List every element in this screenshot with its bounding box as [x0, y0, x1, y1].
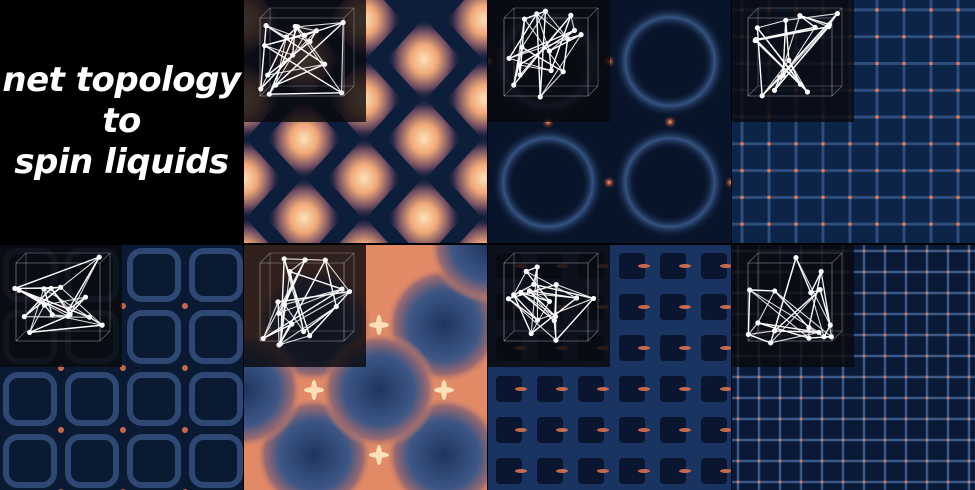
structure-factor-panel-1 [244, 0, 487, 243]
title-line-3: spin liquids [14, 142, 229, 182]
structure-factor-panel-3 [732, 0, 975, 243]
cubic-net-icon [503, 252, 599, 343]
structure-factor-panel-5 [244, 245, 487, 490]
cubic-net-icon [12, 252, 111, 342]
cubic-net-icon [745, 252, 843, 346]
net-inset [732, 245, 854, 367]
net-inset [488, 0, 610, 122]
structure-factor-panel-2 [488, 0, 731, 243]
cubic-net-icon [259, 252, 355, 348]
net-inset [0, 245, 122, 367]
net-inset [732, 0, 854, 122]
figure-title: net topology to spin liquids [2, 60, 241, 183]
net-inset [244, 245, 366, 367]
title-line-1: net topology [2, 60, 241, 100]
net-inset [488, 245, 610, 367]
cubic-net-icon [503, 7, 599, 100]
title-line-2: to [102, 101, 141, 141]
structure-factor-panel-6 [488, 245, 731, 490]
title-panel: net topology to spin liquids [0, 0, 243, 243]
structure-factor-panel-7 [732, 245, 975, 490]
cubic-net-icon [258, 7, 355, 97]
net-inset [244, 0, 366, 122]
cubic-net-icon [747, 7, 843, 99]
structure-factor-panel-4 [0, 245, 243, 490]
